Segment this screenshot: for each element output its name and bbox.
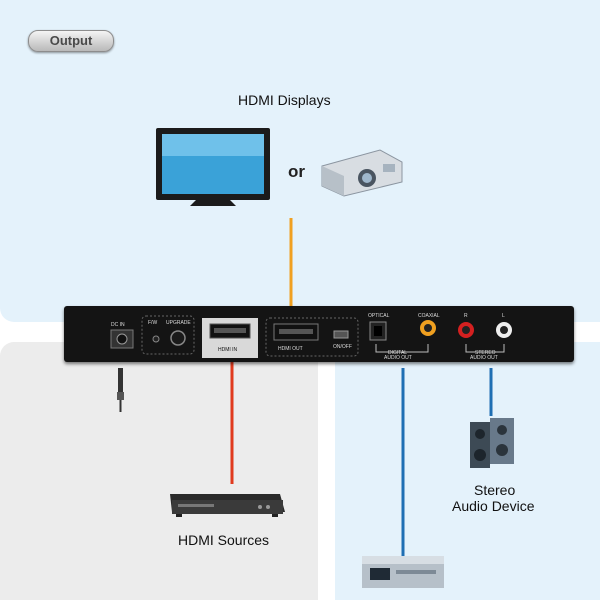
output-section-panel [0, 0, 600, 322]
fw-label: F/W [148, 320, 158, 326]
output-section-label: Output [28, 30, 114, 52]
stereo-audio-label-line2: AUDIO OUT [470, 355, 498, 361]
on-off-label: ON/OFF [333, 344, 352, 350]
hdmi-audio-extractor-device [64, 306, 574, 362]
hdmi-in-label: HDMI IN [218, 347, 238, 353]
digital-audio-label-line1: DIGITAL [388, 350, 408, 356]
dc-in-label: DC IN [111, 322, 125, 328]
hdmi-out-label: HDMI OUT [278, 346, 303, 352]
stereo-label: Stereo [474, 482, 516, 498]
hdmi-sources-label: HDMI Sources [178, 532, 270, 548]
digital-audio-label-line2: AUDIO OUT [384, 355, 412, 361]
input-section-panel [0, 342, 318, 600]
coaxial-label: COAXIAL [418, 313, 440, 319]
or-label: or [288, 162, 305, 181]
optical-label: OPTICAL [368, 313, 390, 319]
audio-device-label: Audio Device [452, 498, 535, 514]
upgrade-label: UPGRADE [166, 320, 191, 326]
audio-r-label: R [464, 313, 468, 319]
audio-l-label: L [502, 313, 505, 319]
hdmi-displays-label: HDMI Displays [238, 92, 331, 108]
stereo-audio-label-line1: STEREO [475, 350, 496, 356]
